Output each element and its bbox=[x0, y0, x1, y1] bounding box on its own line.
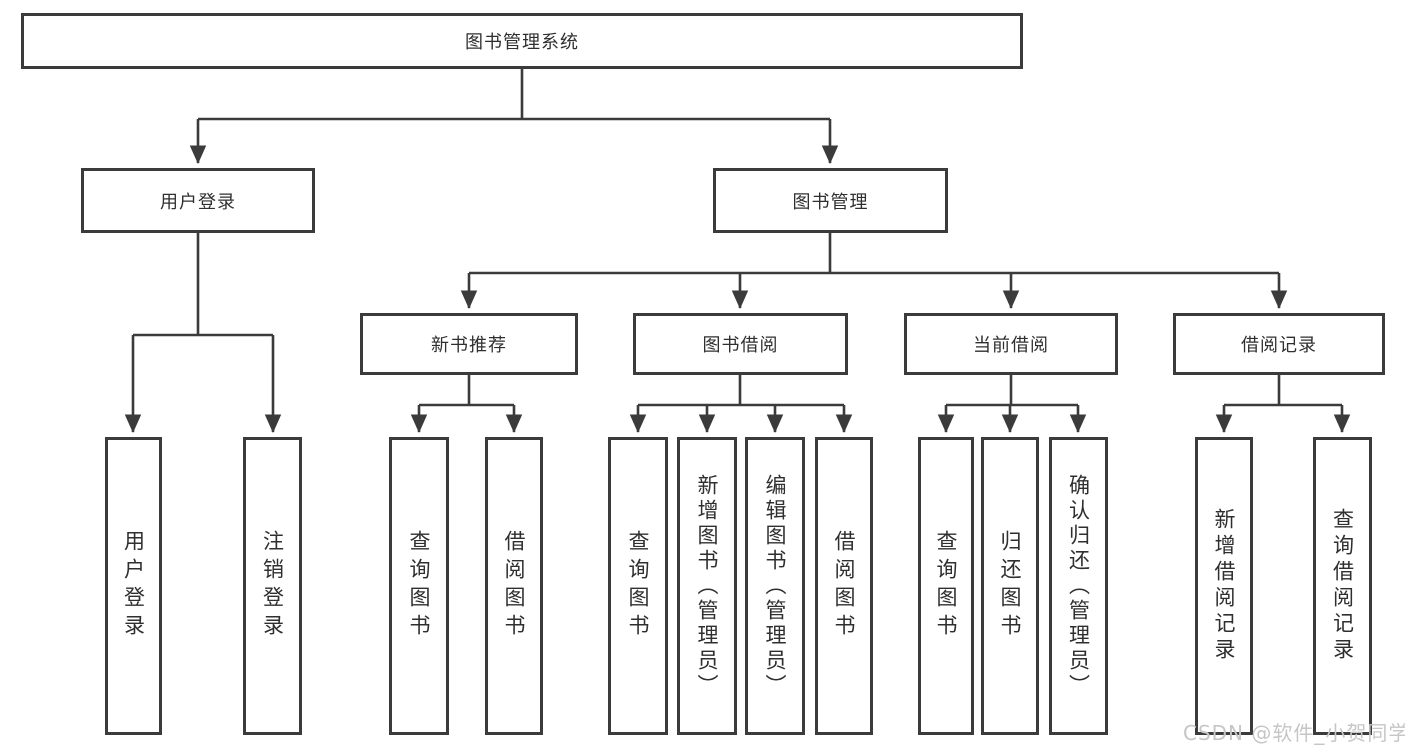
leaf-recommend-borrow-book: 借阅图书 bbox=[485, 437, 543, 735]
leaf-recommend-query-book: 查询图书 bbox=[389, 437, 449, 735]
leaf-records-add-borrow-record: 新增借阅记录 bbox=[1195, 437, 1253, 735]
leaf-borrowing-edit-book-admin: 编辑图书（管理员） bbox=[745, 437, 805, 735]
node-new-book-recommend: 新书推荐 bbox=[360, 313, 578, 375]
node-book-management: 图书管理 bbox=[713, 168, 948, 233]
leaf-logout: 注销登录 bbox=[243, 437, 302, 735]
node-root-system: 图书管理系统 bbox=[21, 13, 1023, 69]
leaf-current-return-book: 归还图书 bbox=[981, 437, 1039, 735]
node-book-borrowing: 图书借阅 bbox=[633, 313, 848, 375]
node-borrowing-records: 借阅记录 bbox=[1173, 313, 1385, 375]
leaf-borrowing-query-book: 查询图书 bbox=[608, 437, 668, 735]
csdn-watermark: CSDN @软件_小贺同学 bbox=[1183, 721, 1405, 745]
node-user-login: 用户登录 bbox=[81, 168, 315, 233]
leaf-borrowing-add-book-admin: 新增图书（管理员） bbox=[677, 437, 737, 735]
leaf-current-confirm-return-admin: 确认归还（管理员） bbox=[1049, 437, 1108, 735]
leaf-user-login: 用户登录 bbox=[105, 437, 162, 735]
leaf-records-query-borrow-record: 查询借阅记录 bbox=[1313, 437, 1372, 735]
node-current-borrowing: 当前借阅 bbox=[904, 313, 1118, 375]
leaf-borrowing-borrow-book: 借阅图书 bbox=[815, 437, 873, 735]
leaf-current-query-book: 查询图书 bbox=[918, 437, 974, 735]
